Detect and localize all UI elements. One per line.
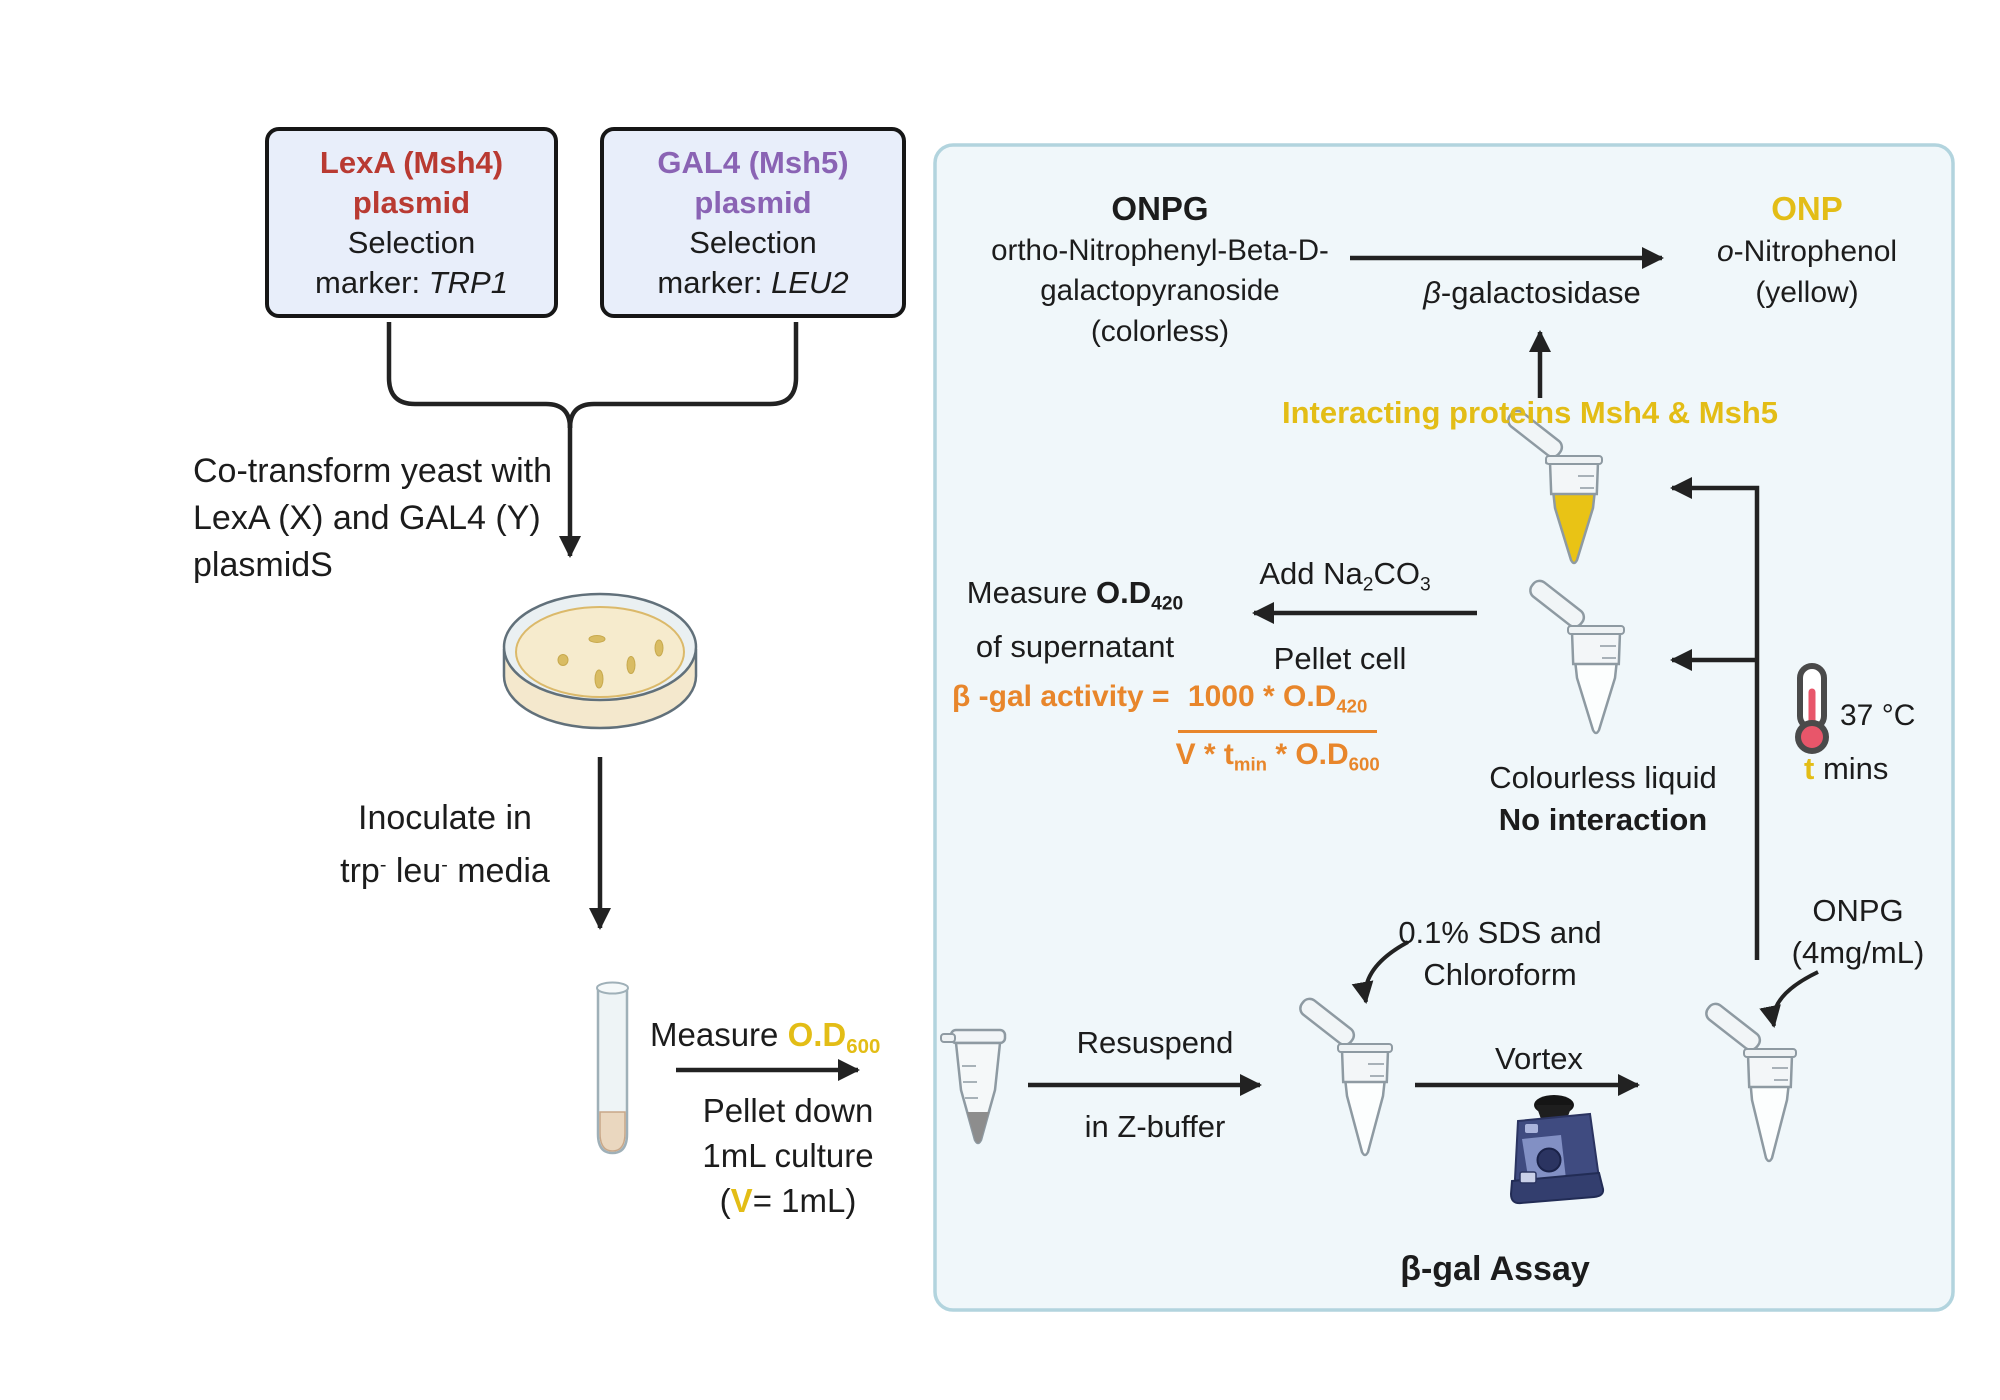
thermometer-icon — [1795, 663, 1829, 754]
incubation-temp-label: 37 °C — [1840, 699, 1916, 732]
measure-od420-label: Measure O.D420 of supernatant — [966, 575, 1184, 664]
vortex-label: Vortex — [1495, 1041, 1583, 1076]
lexa-box-marker: marker: TRP1 — [315, 264, 508, 300]
gal4-plasmid-box: GAL4 (Msh5) plasmid Selection marker: LE… — [600, 127, 906, 318]
yeast-colonies — [557, 635, 664, 689]
pellet-cell-label: Pellet cell — [1273, 641, 1407, 676]
culture-tube-illustration — [596, 981, 629, 1155]
resuspend-label-line2: in Z-buffer — [1084, 1109, 1226, 1144]
incubation-time-label: t mins — [1804, 751, 1889, 786]
sds-chloroform-label: 0.1% SDS and Chloroform — [1398, 915, 1602, 992]
lexa-box-selection: Selection — [347, 224, 476, 260]
tube-onpg-open — [1705, 1002, 1797, 1163]
gal4-box-title-line1: GAL4 (Msh5) — [657, 144, 849, 180]
tube-yellow-interaction — [1507, 409, 1603, 565]
measure-od600-label: Measure O.D600 — [650, 1016, 881, 1059]
petri-dish-illustration — [502, 592, 698, 730]
merge-bracket-arrow — [386, 322, 799, 558]
lexa-plasmid-box: LexA (Msh4) plasmid Selection marker: TR… — [265, 127, 558, 318]
arrow-add-onpg — [1759, 970, 1819, 1028]
resuspend-label-line1: Resuspend — [1076, 1025, 1234, 1060]
onp-product-label: ONP o-Nitrophenol (yellow) — [1716, 190, 1898, 309]
tube-pellet-closed — [940, 1028, 1007, 1145]
onpg-concentration-label: ONPG (4mg/mL) — [1791, 893, 1925, 970]
onpg-substrate-label: ONPG ortho-Nitrophenyl-Beta-D- galactopy… — [991, 190, 1329, 348]
panel-title: β-gal Assay — [1400, 1250, 1590, 1288]
incubation-connector-arrows — [1670, 477, 1760, 960]
formula-denominator: V * tmin * O.D600 — [1175, 737, 1380, 775]
assay-panel — [933, 143, 1955, 1312]
formula-numerator: 1000 * O.D420 — [1177, 678, 1378, 733]
interacting-proteins-label: Interacting proteins Msh4 & Msh5 — [1281, 395, 1779, 430]
cotransform-label: Co-transform yeast with LexA (X) and GAL… — [193, 452, 552, 584]
pellet-down-label: Pellet down 1mL culture (V= 1mL) — [702, 1092, 874, 1219]
vortex-mixer-illustration — [1509, 1095, 1605, 1205]
lexa-box-title-line1: LexA (Msh4) — [319, 144, 504, 180]
add-na2co3-label: Add Na2CO3 — [1259, 556, 1431, 596]
beta-galactosidase-label: β-galactosidase — [1423, 275, 1641, 310]
tube-zbuffer-open — [1299, 997, 1393, 1157]
no-interaction-label: Colourless liquid No interaction — [1489, 760, 1717, 837]
inoculate-label: Inoculate in trp- leu- media — [340, 799, 550, 890]
gal4-box-marker: marker: LEU2 — [657, 264, 849, 300]
lexa-box-title-line2: plasmid — [352, 184, 471, 220]
beta-gal-activity-formula: β -gal activity = 1000 * O.D420 V * tmin… — [952, 678, 1380, 783]
gal4-box-selection: Selection — [689, 224, 817, 260]
gal4-box-title-line2: plasmid — [694, 184, 812, 220]
arrow-add-sds — [1351, 940, 1409, 1004]
tube-colourless-no-interaction — [1529, 579, 1625, 735]
